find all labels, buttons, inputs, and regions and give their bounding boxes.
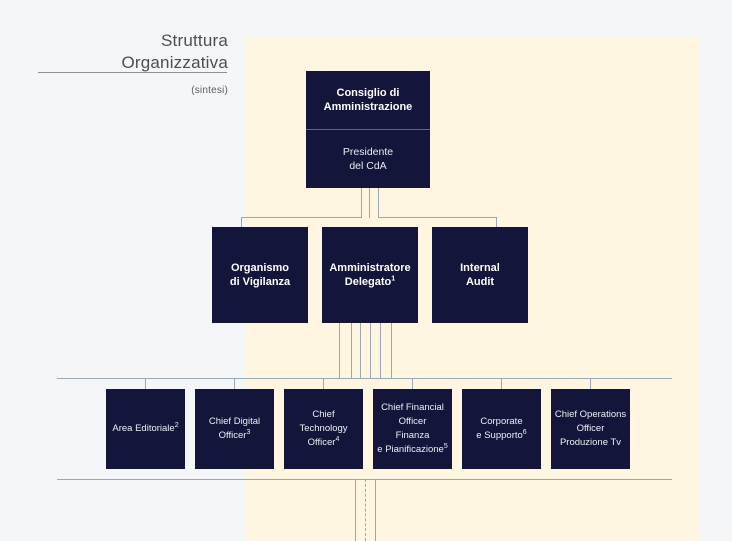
node-area-editoriale[interactable]: Area Editoriale2 [106,389,185,469]
connector-ad-down-3 [360,323,361,379]
node-amministratore-delegato-label: Amministratore Delegato1 [329,262,411,288]
page-subtitle: (sintesi) [191,85,228,96]
connector-row3-bar [57,378,672,379]
connector-row4-bar [57,479,672,480]
node-amministratore-delegato[interactable]: Amministratore Delegato1 [322,227,418,323]
node-chief-technology-officer-label: Chief Technology Officer4 [299,409,348,448]
connector-bottom-dashed [365,479,366,541]
connector-bottom-right [375,479,376,541]
footnote-marker: 3 [246,428,251,436]
node-cda-primary-label: Consiglio di Amministrazione [323,87,413,113]
footnote-marker: 5 [443,442,448,450]
connector-ad-down-1 [339,323,340,379]
node-area-editoriale-label: Area Editoriale2 [112,421,179,434]
connector-ad-down-5 [380,323,381,379]
connector-row2-right-bar [378,217,497,218]
node-organismo-di-vigilanza-label: Organismo di Vigilanza [229,262,291,288]
node-chief-financial-officer[interactable]: Chief Financial Officer Finanza e Pianif… [373,389,452,469]
connector-to-area-editoriale [145,378,146,389]
connector-cda-down-2 [369,188,370,218]
footnote-marker: 2 [174,421,179,429]
node-cda-secondary-label: Presidente del CdA [342,146,394,172]
node-chief-financial-officer-label: Chief Financial Officer Finanza e Pianif… [377,402,448,455]
connector-to-internal-audit [496,217,497,228]
footnote-marker: 1 [391,275,396,283]
node-cda-divider [306,129,430,130]
connector-row2-left-bar [241,217,362,218]
node-corporate-e-supporto[interactable]: Corporate e Supporto6 [462,389,541,469]
connector-ad-down-4 [370,323,371,379]
connector-ad-down-6 [391,323,392,379]
node-chief-digital-officer[interactable]: Chief Digital Officer3 [195,389,274,469]
node-chief-technology-officer[interactable]: Chief Technology Officer4 [284,389,363,469]
page-title: Struttura Organizzativa [20,30,228,74]
connector-to-cfo [412,378,413,389]
connector-to-odv [241,217,242,228]
node-corporate-e-supporto-label: Corporate e Supporto6 [476,416,527,441]
node-internal-audit[interactable]: Internal Audit [432,227,528,323]
connector-ad-down-2 [351,323,352,379]
connector-to-corporate [501,378,502,389]
connector-to-cdo [234,378,235,389]
connector-to-coo [590,378,591,389]
node-chief-digital-officer-label: Chief Digital Officer3 [208,416,261,441]
node-organismo-di-vigilanza[interactable]: Organismo di Vigilanza [212,227,308,323]
page-title-line-2: Organizzativa [121,53,228,72]
connector-to-cto [323,378,324,389]
connector-cda-down-3 [378,188,379,218]
connector-bottom-left [355,479,356,541]
footnote-marker: 4 [335,435,340,443]
footnote-marker: 6 [522,428,527,436]
node-chief-operations-officer[interactable]: Chief Operations Officer Produzione Tv [551,389,630,469]
title-divider [38,72,227,73]
node-internal-audit-label: Internal Audit [460,262,500,288]
connector-cda-down-1 [361,188,362,218]
page-title-line-1: Struttura [161,31,228,50]
node-chief-operations-officer-label: Chief Operations Officer Produzione Tv [554,409,627,448]
node-consiglio-di-amministrazione[interactable]: Consiglio di Amministrazione Presidente … [306,71,430,188]
